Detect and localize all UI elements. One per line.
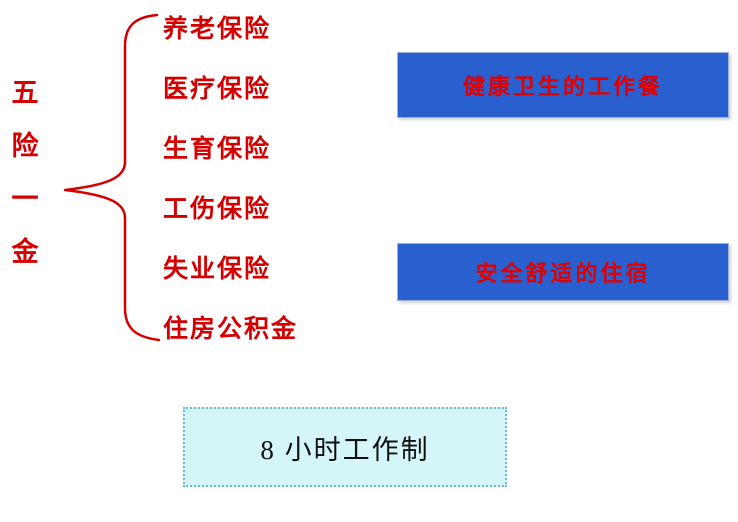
label-char-3: 一	[11, 184, 39, 214]
curly-brace-icon	[63, 13, 161, 342]
insurance-item-work-injury: 工伤保险	[163, 196, 272, 223]
five-insurance-one-fund-label: 五 险 一 金	[10, 80, 40, 266]
insurance-item-housing-fund: 住房公积金	[163, 316, 299, 343]
label-char-1: 五	[11, 78, 39, 108]
callout-work-meal-box: 健康卫生的工作餐	[397, 52, 729, 118]
callout-lodging-box: 安全舒适的住宿	[397, 243, 729, 301]
insurance-item-medical: 医疗保险	[163, 76, 272, 103]
insurance-item-unemployment: 失业保险	[163, 256, 272, 283]
label-char-2: 险	[11, 131, 39, 161]
insurance-list: 养老保险 医疗保险 生育保险 工伤保险 失业保险 住房公积金	[163, 17, 298, 343]
work-hours-label: 8 小时工作制	[260, 434, 430, 465]
insurance-item-maternity: 生育保险	[163, 136, 272, 163]
callout-work-meal-label: 健康卫生的工作餐	[462, 74, 663, 99]
work-hours-box: 8 小时工作制	[183, 407, 507, 487]
label-char-4: 金	[11, 237, 39, 267]
insurance-item-pension: 养老保险	[163, 16, 272, 43]
callout-lodging-label: 安全舒适的住宿	[475, 261, 651, 286]
